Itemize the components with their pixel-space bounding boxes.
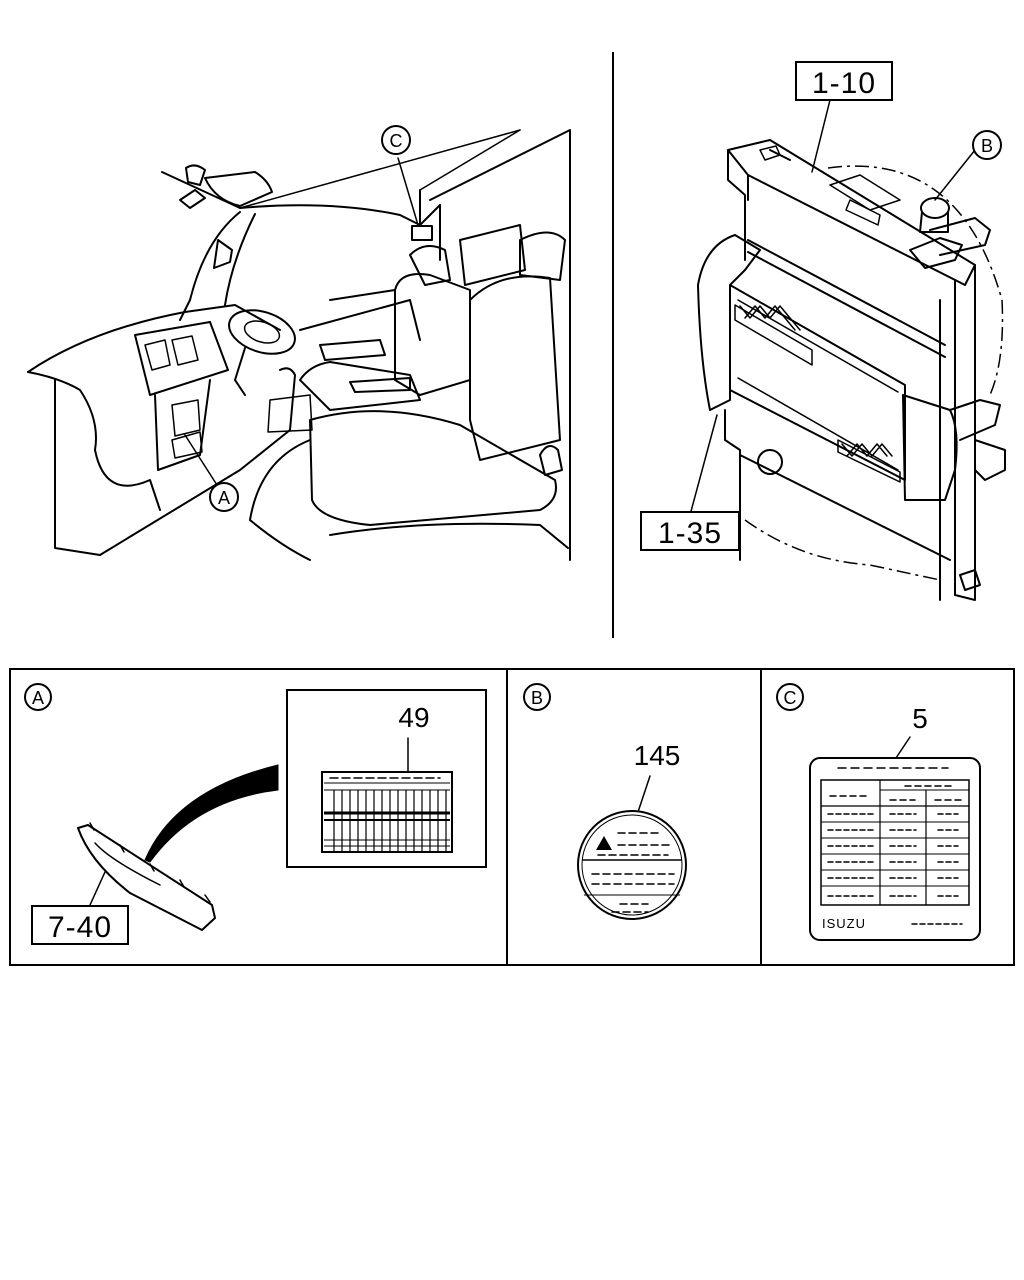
label-a-graphic — [321, 771, 453, 853]
part-number-49: 49 — [398, 702, 429, 733]
detail-c-marker: C — [776, 683, 804, 711]
cab-interior-illustration — [27, 129, 571, 561]
svg-text:A: A — [32, 688, 44, 708]
part-number-145: 145 — [634, 740, 681, 771]
detail-a-marker: A — [24, 683, 52, 711]
detail-a-pointer — [144, 764, 279, 863]
label-b-graphic — [577, 810, 687, 920]
detail-b-marker: B — [523, 683, 551, 711]
svg-text:7-40: 7-40 — [48, 911, 112, 944]
callout-1-10: 1-10 — [795, 61, 893, 101]
callout-7-40: 7-40 — [31, 905, 129, 945]
svg-text:A: A — [218, 488, 230, 508]
label-c-brand: ISUZU — [822, 916, 866, 931]
warning-triangle-icon — [596, 836, 612, 850]
marker-a: A — [209, 482, 239, 512]
marker-b: B — [972, 130, 1002, 160]
svg-text:C: C — [390, 131, 403, 151]
detail-panels-frame — [9, 668, 1015, 966]
label-c-graphic: ISUZU — [809, 757, 981, 941]
detail-b: B 145 — [523, 683, 687, 920]
detail-c: C 5 ISUZU — [776, 683, 981, 941]
svg-text:1-10: 1-10 — [812, 67, 876, 100]
marker-c: C — [381, 125, 411, 155]
detail-a: A 7-40 49 — [24, 683, 487, 945]
svg-text:C: C — [784, 688, 797, 708]
radiator-illustration — [689, 99, 1006, 601]
svg-text:B: B — [531, 688, 543, 708]
callout-1-35: 1-35 — [640, 511, 740, 551]
svg-text:1-35: 1-35 — [658, 517, 722, 550]
svg-text:B: B — [981, 136, 993, 156]
part-number-5: 5 — [912, 703, 928, 734]
